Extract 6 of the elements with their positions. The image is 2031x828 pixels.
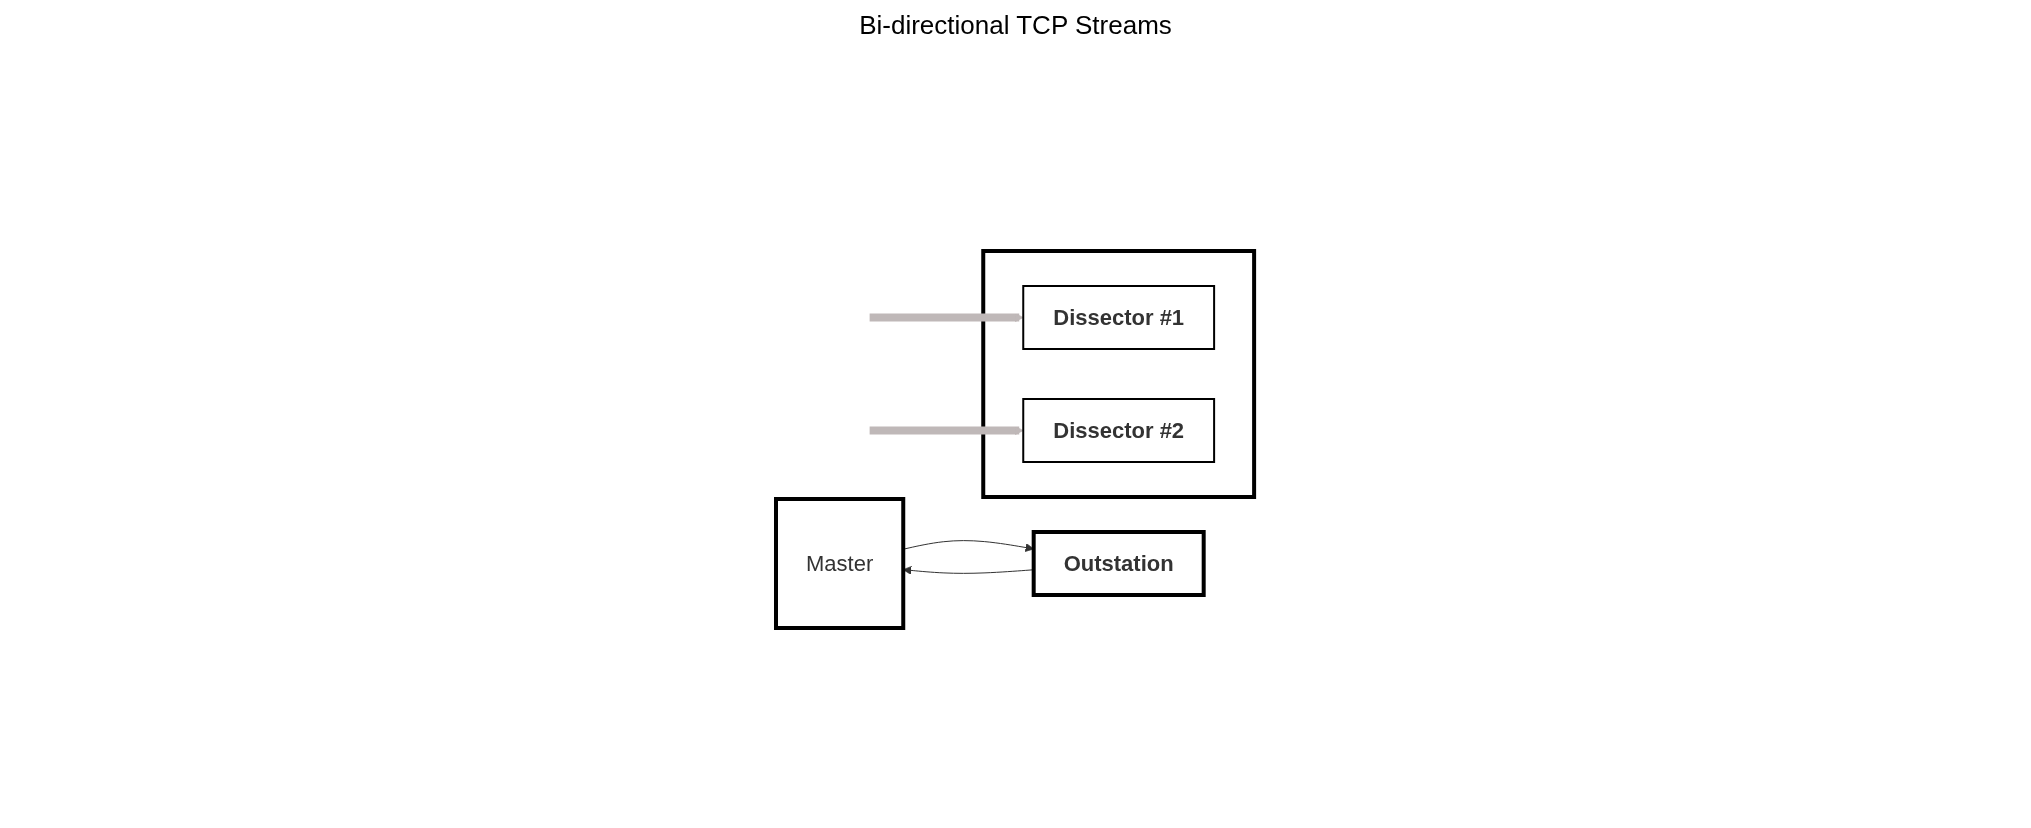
node-box: Dissector #2 <box>1022 398 1216 463</box>
node-box: Master <box>774 497 906 630</box>
stream-label: Bi-directional TCP Streams <box>859 10 1172 40</box>
node-box: Outstation <box>1032 530 1207 597</box>
node-box: Dissector #1 <box>1022 285 1216 350</box>
cluster <box>981 249 1257 499</box>
